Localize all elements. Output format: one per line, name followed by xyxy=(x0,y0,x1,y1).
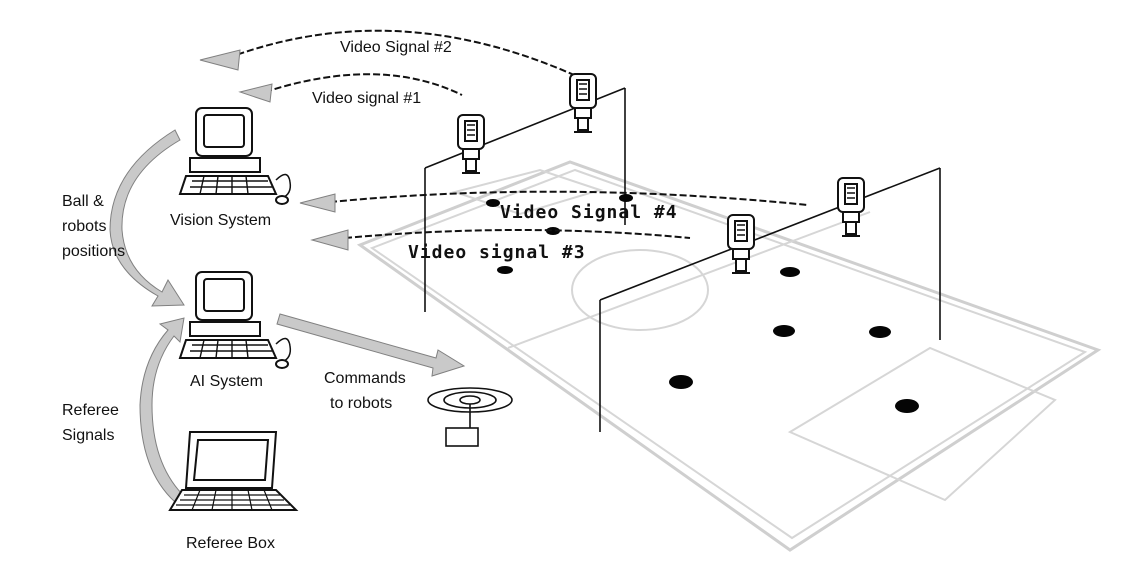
referee-box-label: Referee Box xyxy=(186,535,275,552)
video-signal-arcs xyxy=(199,29,809,251)
ball-robots-positions-line-3: positions xyxy=(62,243,125,260)
soccer-field xyxy=(356,160,1102,552)
field-outer-line xyxy=(356,160,1102,552)
video-signal-3-arrowhead xyxy=(310,229,349,251)
laptop-icon xyxy=(168,431,299,511)
vision-to-ai-arrow xyxy=(109,129,185,307)
penalty-area-far xyxy=(451,168,604,216)
camera-posts xyxy=(424,87,941,432)
ball-robots-positions-line-1: Ball & xyxy=(62,193,104,210)
robot-marker xyxy=(773,325,795,337)
robots xyxy=(486,194,919,413)
ball-robots-positions-line-2: robots xyxy=(62,218,106,235)
video-signal-4-arc xyxy=(329,190,809,206)
penalty-area-near xyxy=(787,346,1057,502)
video-signal-3-label: Video signal #3 xyxy=(408,242,586,263)
video-signal-1-label: Video signal #1 xyxy=(312,90,421,107)
robot-marker xyxy=(486,199,500,207)
cameras xyxy=(457,73,865,274)
robot-marker xyxy=(895,399,919,413)
post-right-top xyxy=(599,167,941,301)
computer-icon xyxy=(178,271,292,369)
referee-signals-line-1: Referee xyxy=(62,402,119,419)
camera-icon xyxy=(837,177,865,237)
field-inner-line xyxy=(369,168,1088,540)
robot-marker xyxy=(619,194,633,202)
camera-icon xyxy=(457,114,485,174)
video-signal-1-arrowhead xyxy=(238,83,273,103)
referee-signals-line-2: Signals xyxy=(62,427,114,444)
robot-marker xyxy=(546,227,560,235)
commands-to-robots-line-1: Commands xyxy=(324,370,406,387)
referee-to-ai-arrow xyxy=(139,317,185,503)
antenna-icon xyxy=(427,387,513,447)
video-signal-4-arrowhead xyxy=(299,193,336,213)
video-signal-2-arrowhead xyxy=(199,49,241,71)
camera-icon xyxy=(569,73,597,133)
flow-arrows xyxy=(109,129,466,503)
robot-marker xyxy=(497,266,513,274)
vision-system-label: Vision System xyxy=(170,212,271,229)
computer-icon xyxy=(178,107,292,205)
center-circle xyxy=(571,249,709,331)
video-signal-3-arc xyxy=(344,229,691,239)
commands-to-robots-line-2: to robots xyxy=(330,395,392,412)
video-signal-4-label: Video Signal #4 xyxy=(500,202,678,223)
video-signal-2-label: Video Signal #2 xyxy=(340,39,452,56)
robot-marker xyxy=(869,326,891,338)
robot-marker xyxy=(780,267,800,277)
robot-marker xyxy=(669,375,693,389)
field-midline xyxy=(507,211,871,349)
ai-system-label: AI System xyxy=(190,373,263,390)
ai-to-commands-arrow xyxy=(276,313,466,377)
video-signal-2-arc xyxy=(227,29,586,81)
camera-icon xyxy=(727,214,755,274)
